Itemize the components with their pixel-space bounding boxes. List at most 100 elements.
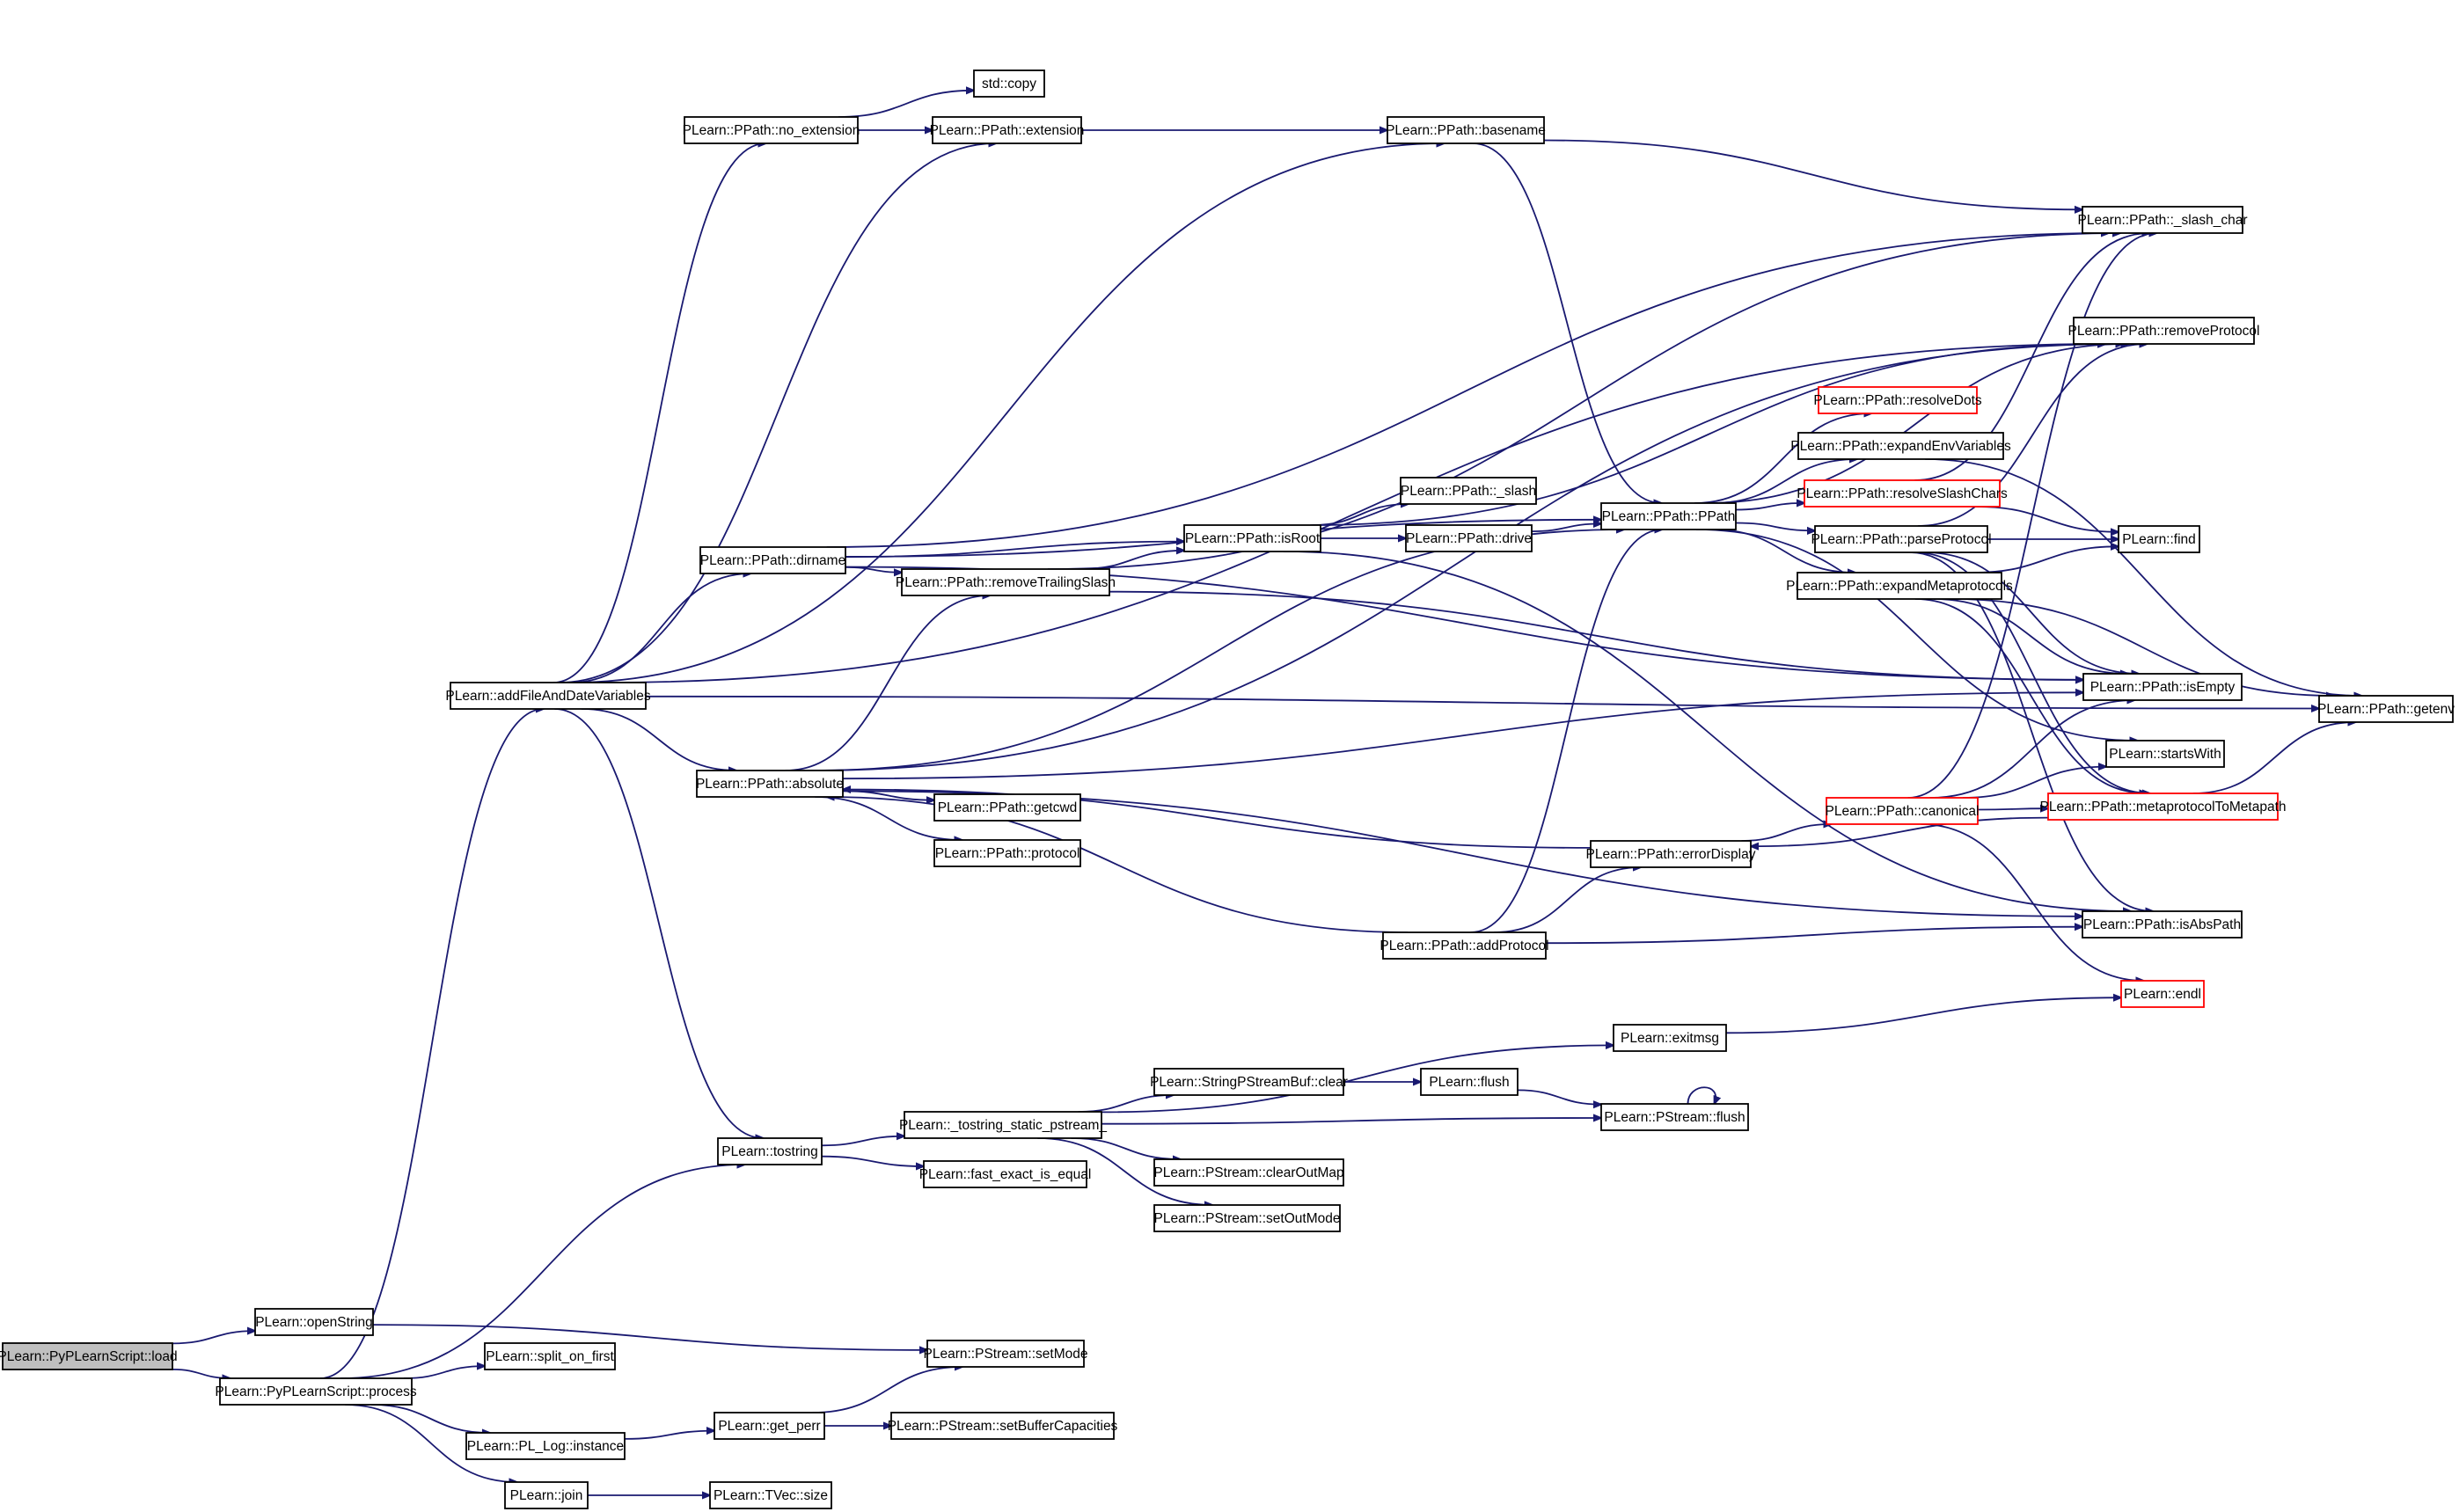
node-box[interactable] <box>2082 673 2243 701</box>
node-box[interactable] <box>2082 910 2243 939</box>
node-expandEnvVariables[interactable]: PLearn::PPath::expandEnvVariables <box>1790 432 2011 460</box>
node-isEmpty[interactable]: PLearn::PPath::isEmpty <box>2082 673 2243 701</box>
node-box[interactable] <box>1400 477 1537 505</box>
node-box[interactable] <box>465 1432 626 1460</box>
node-TVecsize[interactable]: PLearn::TVec::size <box>709 1481 832 1509</box>
node-tostring_static[interactable]: PLearn::_tostring_static_pstream_ <box>899 1111 1107 1139</box>
node-box[interactable] <box>714 1412 825 1440</box>
node-dirname[interactable]: PLearn::PPath::dirname <box>699 546 846 574</box>
node-box[interactable] <box>2 1342 173 1370</box>
node-box[interactable] <box>699 546 846 574</box>
node-box[interactable] <box>901 568 1110 596</box>
node-box[interactable] <box>254 1308 374 1336</box>
node-tostring[interactable]: PLearn::tostring <box>717 1137 823 1165</box>
node-endl[interactable]: PLearn::endl <box>2120 980 2205 1008</box>
node-join[interactable]: PLearn::join <box>504 1481 589 1509</box>
node-clearOutMap[interactable]: PLearn::PStream::clearOutMap <box>1153 1158 1344 1187</box>
node-flush[interactable]: PLearn::flush <box>1420 1068 1519 1096</box>
node-addProtocol[interactable]: PLearn::PPath::addProtocol <box>1380 931 1549 960</box>
node-SPBclear[interactable]: PLearn::StringPStreamBuf::clear <box>1150 1068 1348 1096</box>
node-box[interactable] <box>933 793 1081 822</box>
node-box[interactable] <box>1818 386 1978 414</box>
node-box[interactable] <box>1387 116 1545 144</box>
node-box[interactable] <box>1153 1068 1344 1096</box>
node-PStreamflush[interactable]: PLearn::PStream::flush <box>1600 1103 1749 1131</box>
node-box[interactable] <box>2318 695 2454 723</box>
node-startsWith[interactable]: PLearn::startsWith <box>2105 740 2225 768</box>
node-canonical[interactable]: PLearn::PPath::canonical <box>1826 797 1980 825</box>
node-box[interactable] <box>926 1340 1085 1368</box>
node-setMode[interactable]: PLearn::PStream::setMode <box>924 1340 1088 1368</box>
node-box[interactable] <box>1590 840 1752 868</box>
node-box[interactable] <box>2118 525 2200 553</box>
node-box[interactable] <box>484 1342 616 1370</box>
node-box[interactable] <box>219 1377 413 1406</box>
node-box[interactable] <box>933 839 1081 867</box>
node-protocol[interactable]: PLearn::PPath::protocol <box>933 839 1081 867</box>
node-box[interactable] <box>1600 502 1737 530</box>
node-openString[interactable]: PLearn::openString <box>254 1308 374 1336</box>
node-metaprotocolToMetapath[interactable]: PLearn::PPath::metaprotocolToMetapath <box>2039 793 2287 821</box>
node-box[interactable] <box>1804 479 2001 508</box>
node-box[interactable] <box>684 116 859 144</box>
node-box[interactable] <box>450 682 647 710</box>
node-basename[interactable]: PLearn::PPath::basename <box>1386 116 1546 144</box>
node-find[interactable]: PLearn::find <box>2118 525 2200 553</box>
node-box[interactable] <box>2047 793 2279 821</box>
node-resolveDots[interactable]: PLearn::PPath::resolveDots <box>1813 386 1982 414</box>
node-addFileAndDateVariables[interactable]: PLearn::addFileAndDateVariables <box>445 682 651 710</box>
node-get_perr[interactable]: PLearn::get_perr <box>714 1412 825 1440</box>
node-box[interactable] <box>709 1481 832 1509</box>
node-expandMetaprotocols[interactable]: PLearn::PPath::expandMetaprotocols <box>1786 572 2013 600</box>
node-box[interactable] <box>696 770 844 798</box>
node-isAbsPath[interactable]: PLearn::PPath::isAbsPath <box>2082 910 2243 939</box>
node-PL_Log[interactable]: PLearn::PL_Log::instance <box>465 1432 626 1460</box>
node-box[interactable] <box>890 1412 1115 1440</box>
node-extension[interactable]: PLearn::PPath::extension <box>930 116 1085 144</box>
node-box[interactable] <box>2082 206 2243 234</box>
node-box[interactable] <box>932 116 1082 144</box>
node-split_on_first[interactable]: PLearn::split_on_first <box>484 1342 616 1370</box>
node-box[interactable] <box>717 1137 823 1165</box>
node-setBufferCapacities[interactable]: PLearn::PStream::setBufferCapacities <box>888 1412 1118 1440</box>
node-box[interactable] <box>1797 432 2004 460</box>
node-box[interactable] <box>2120 980 2205 1008</box>
node-removeProtocol[interactable]: PLearn::PPath::removeProtocol <box>2068 317 2260 345</box>
node-box[interactable] <box>1153 1158 1344 1187</box>
node-box[interactable] <box>1382 931 1547 960</box>
node-box[interactable] <box>2105 740 2225 768</box>
node-box[interactable] <box>1405 524 1533 552</box>
node-box[interactable] <box>1613 1024 1727 1052</box>
node-box[interactable] <box>1814 525 1988 553</box>
node-box[interactable] <box>973 69 1045 98</box>
node-getenv[interactable]: PLearn::PPath::getenv <box>2317 695 2455 723</box>
node-box[interactable] <box>1797 572 2002 600</box>
node-parseProtocol[interactable]: PLearn::PPath::parseProtocol <box>1811 525 1992 553</box>
node-PPath[interactable]: PLearn::PPath::PPath <box>1600 502 1737 530</box>
node-box[interactable] <box>904 1111 1102 1139</box>
node-isRoot[interactable]: PLearn::PPath::isRoot <box>1183 524 1321 552</box>
node-getcwd[interactable]: PLearn::PPath::getcwd <box>933 793 1081 822</box>
node-load[interactable]: PLearn::PyPLearnScript::load <box>0 1342 178 1370</box>
node-box[interactable] <box>1420 1068 1519 1096</box>
node-absolute[interactable]: PLearn::PPath::absolute <box>696 770 844 798</box>
node-box[interactable] <box>2073 317 2255 345</box>
node-fast_exact[interactable]: PLearn::fast_exact_is_equal <box>919 1160 1092 1188</box>
node-exitmsg[interactable]: PLearn::exitmsg <box>1613 1024 1727 1052</box>
node-resolveSlashChars[interactable]: PLearn::PPath::resolveSlashChars <box>1797 479 2008 508</box>
node-box[interactable] <box>1153 1204 1341 1232</box>
node-setOutMode[interactable]: PLearn::PStream::setOutMode <box>1153 1204 1341 1232</box>
node-box[interactable] <box>1183 524 1321 552</box>
node-box[interactable] <box>1826 797 1979 825</box>
node-box[interactable] <box>504 1481 589 1509</box>
node-slash[interactable]: PLearn::PPath::_slash <box>1400 477 1537 505</box>
node-no_extension[interactable]: PLearn::PPath::no_extension <box>683 116 860 144</box>
node-stdcopy[interactable]: std::copy <box>973 69 1045 98</box>
node-removeTrailingSlash[interactable]: PLearn::PPath::removeTrailingSlash <box>896 568 1116 596</box>
node-process[interactable]: PLearn::PyPLearnScript::process <box>215 1377 417 1406</box>
node-errorDisplay[interactable]: PLearn::PPath::errorDisplay <box>1586 840 1756 868</box>
node-box[interactable] <box>1600 1103 1749 1131</box>
node-drive[interactable]: PLearn::PPath::drive <box>1405 524 1533 552</box>
node-slash_char[interactable]: PLearn::PPath::_slash_char <box>2077 206 2248 234</box>
node-box[interactable] <box>923 1160 1087 1188</box>
